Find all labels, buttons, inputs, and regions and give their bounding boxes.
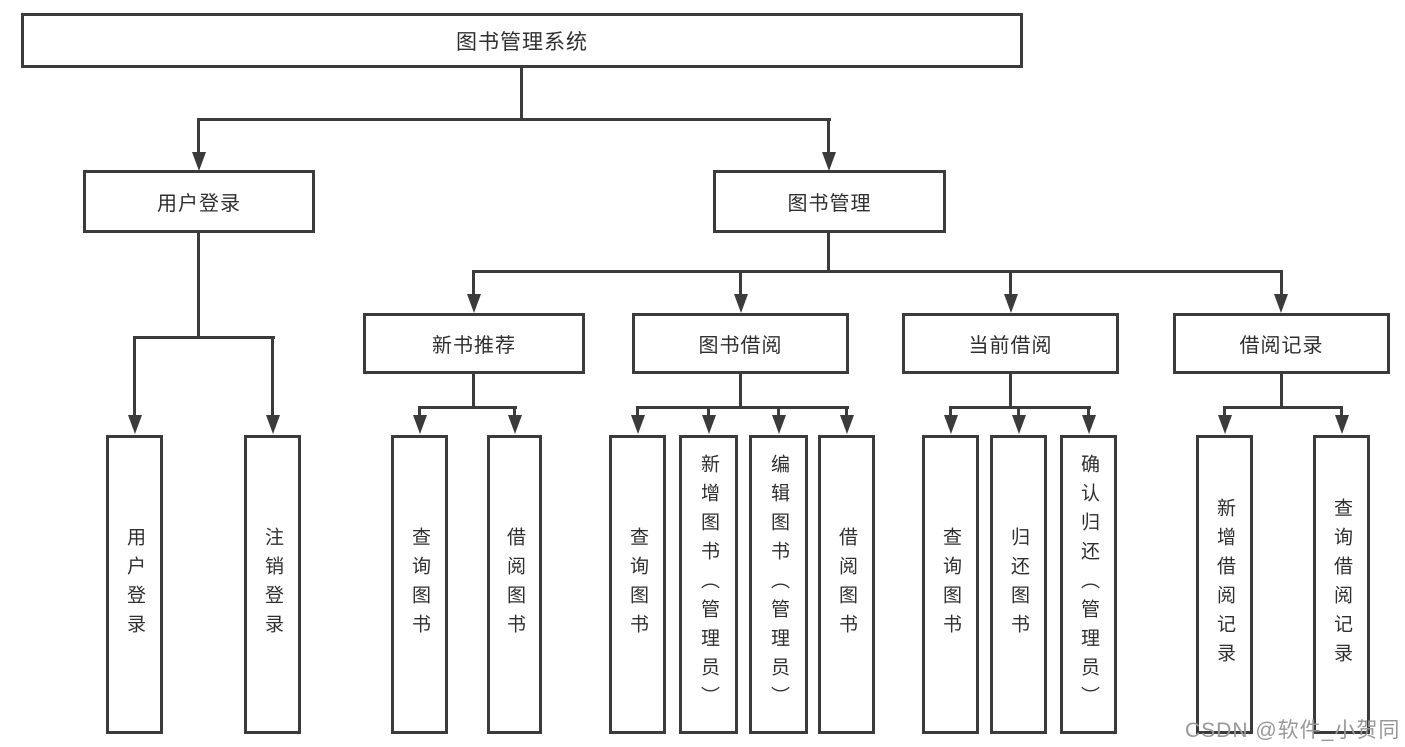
- node-current-borrow-label: 当前借阅: [968, 335, 1053, 357]
- leaf-confirm-return-admin: 确认归还（管理员）: [1060, 435, 1117, 734]
- arrow-down-icon: [1274, 294, 1288, 313]
- connector-line: [777, 406, 780, 418]
- arrow-down-icon: [944, 415, 958, 434]
- leaf-label: 编辑图书（管理员）: [768, 454, 789, 715]
- leaf-label: 确认归还（管理员）: [1078, 454, 1099, 715]
- connector-line: [845, 406, 848, 418]
- arrow-down-icon: [631, 415, 645, 434]
- connector-line: [418, 406, 517, 409]
- connector-line: [636, 406, 849, 409]
- leaf-borrow-book: 借阅图书: [818, 435, 875, 734]
- csdn-watermark: CSDN @软件_小贺同学: [1185, 719, 1401, 742]
- arrow-down-icon: [1012, 415, 1026, 434]
- connector-line: [949, 406, 952, 418]
- connector-line: [472, 372, 475, 409]
- connector-line: [197, 118, 831, 121]
- leaf-label: 查询图书: [940, 526, 961, 643]
- leaf-query-book-recommend: 查询图书: [391, 435, 448, 734]
- arrow-down-icon: [413, 415, 427, 434]
- connector-line: [197, 231, 200, 338]
- node-borrow-record: 借阅记录: [1173, 313, 1390, 374]
- connector-line: [133, 336, 136, 418]
- leaf-logout: 注销登录: [244, 435, 301, 734]
- leaf-add-borrow-record: 新增借阅记录: [1196, 435, 1253, 734]
- arrow-down-icon: [128, 415, 142, 434]
- leaf-label: 用户登录: [124, 526, 145, 643]
- node-user-login: 用户登录: [83, 170, 315, 233]
- arrow-down-icon: [1082, 415, 1096, 434]
- connector-line: [1280, 270, 1283, 296]
- leaf-label: 借阅图书: [836, 526, 857, 643]
- connector-line: [827, 231, 830, 273]
- connector-line: [1223, 406, 1226, 418]
- node-book-borrow-label: 图书借阅: [698, 335, 783, 357]
- leaf-label: 归还图书: [1008, 526, 1029, 643]
- arrow-down-icon: [192, 152, 206, 171]
- leaf-return-book: 归还图书: [990, 435, 1047, 734]
- leaf-label: 查询借阅记录: [1331, 497, 1352, 672]
- connector-line: [949, 406, 1091, 409]
- connector-line: [133, 336, 275, 339]
- connector-line: [520, 66, 523, 121]
- connector-line: [271, 336, 274, 418]
- arrow-down-icon: [1335, 415, 1349, 434]
- leaf-label: 注销登录: [262, 526, 283, 643]
- node-new-book-recommend: 新书推荐: [363, 313, 585, 374]
- leaf-label: 借阅图书: [504, 526, 525, 643]
- leaf-user-login: 用户登录: [106, 435, 163, 734]
- arrow-down-icon: [467, 294, 481, 313]
- arrow-down-icon: [772, 415, 786, 434]
- arrow-down-icon: [266, 415, 280, 434]
- node-root-label: 图书管理系统: [456, 30, 588, 54]
- connector-line: [707, 406, 710, 418]
- node-root: 图书管理系统: [21, 13, 1023, 68]
- leaf-edit-book-admin: 编辑图书（管理员）: [749, 435, 808, 734]
- connector-line: [1280, 372, 1283, 409]
- arrow-down-icon: [1218, 415, 1232, 434]
- node-user-login-label: 用户登录: [157, 193, 241, 215]
- connector-line: [1223, 406, 1343, 409]
- leaf-label: 查询图书: [409, 526, 430, 643]
- leaf-add-book-admin: 新增图书（管理员）: [679, 435, 738, 734]
- node-book-management-label: 图书管理: [787, 193, 872, 215]
- connector-line: [1340, 406, 1343, 418]
- arrow-down-icon: [508, 415, 522, 434]
- arrow-down-icon: [840, 415, 854, 434]
- connector-line: [1009, 372, 1012, 409]
- connector-line: [1009, 270, 1012, 296]
- arrow-down-icon: [822, 152, 836, 171]
- node-new-book-recommend-label: 新书推荐: [432, 335, 516, 357]
- connector-line: [1087, 406, 1090, 418]
- arrow-down-icon: [734, 294, 748, 313]
- connector-line: [513, 406, 516, 418]
- arrow-down-icon: [1004, 294, 1018, 313]
- connector-line: [636, 406, 639, 418]
- leaf-borrow-book-recommend: 借阅图书: [487, 435, 542, 734]
- connector-line: [472, 270, 1283, 273]
- node-borrow-record-label: 借阅记录: [1239, 335, 1324, 357]
- connector-line: [827, 118, 830, 156]
- connector-line: [1017, 406, 1020, 418]
- node-book-management: 图书管理: [713, 170, 946, 233]
- connector-line: [739, 372, 742, 409]
- leaf-query-book: 查询图书: [609, 435, 666, 734]
- connector-line: [739, 270, 742, 296]
- node-current-borrow: 当前借阅: [902, 313, 1119, 374]
- connector-line: [418, 406, 421, 418]
- connector-line: [197, 118, 200, 156]
- leaf-label: 新增图书（管理员）: [698, 454, 719, 715]
- leaf-label: 新增借阅记录: [1214, 497, 1235, 672]
- arrow-down-icon: [702, 415, 716, 434]
- connector-line: [472, 270, 475, 296]
- leaf-query-borrow-record: 查询借阅记录: [1313, 435, 1370, 734]
- node-book-borrow: 图书借阅: [632, 313, 849, 374]
- leaf-query-current: 查询图书: [922, 435, 979, 734]
- leaf-label: 查询图书: [627, 526, 648, 643]
